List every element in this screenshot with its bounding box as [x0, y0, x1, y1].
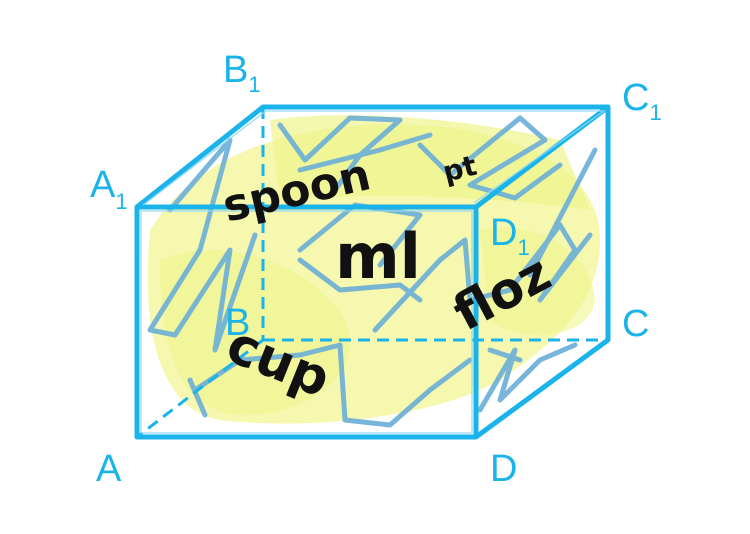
vertex-label-B: B — [225, 302, 250, 344]
squiggle-strokes — [147, 115, 598, 428]
vertex-label-A1: A1 — [90, 164, 128, 214]
vertex-label-D: D — [490, 448, 517, 490]
visible-edges — [134, 104, 611, 440]
edge-highlights — [140, 110, 607, 434]
vertex-label-C: C — [622, 303, 649, 345]
right-face-edges — [474, 107, 611, 440]
vertex-labels: A B C D A1 B1 C1 D1 — [90, 49, 662, 490]
top-face-edges — [135, 104, 611, 209]
hidden-edges — [136, 107, 608, 439]
vertex-label-C1: C1 — [622, 77, 662, 125]
vertex-label-B1: B1 — [223, 49, 261, 97]
edge-BA — [136, 338, 264, 439]
unit-word-ml: ml — [335, 220, 421, 293]
unit-word-pt: pt — [439, 149, 479, 189]
vertex-label-D1: D1 — [490, 212, 530, 260]
vertex-label-A: A — [96, 448, 122, 490]
